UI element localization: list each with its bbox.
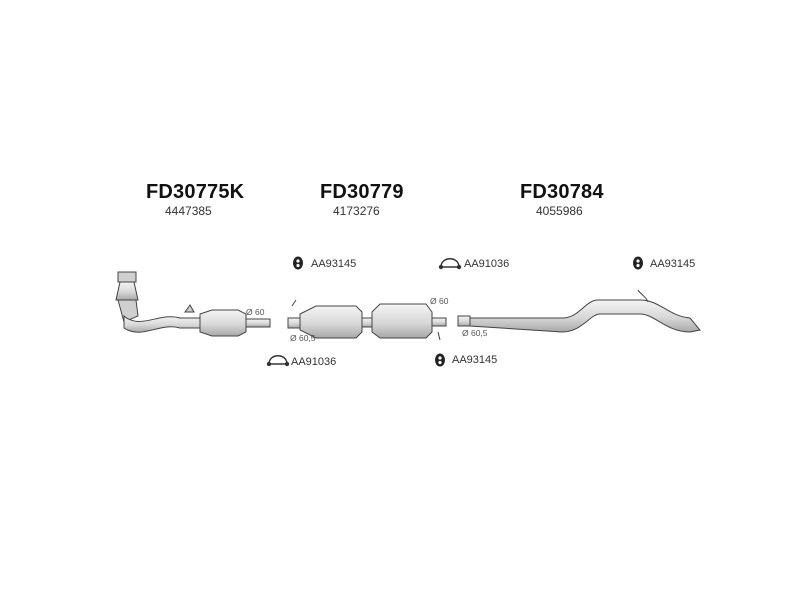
accessory-code-clamp-1: AA91036 bbox=[464, 258, 510, 270]
downpipe-flex bbox=[115, 281, 139, 301]
part-number-middle-silencer: FD30779 bbox=[320, 181, 404, 203]
oem-number-rear-pipe: 4055986 bbox=[536, 204, 583, 218]
downpipe-bend bbox=[117, 299, 139, 323]
rubber-hanger-icon bbox=[435, 353, 445, 367]
u-clamp-icon bbox=[438, 258, 462, 270]
diameter-label-catalyst-outlet: Ø 60 bbox=[246, 307, 265, 317]
rear-tailpipe bbox=[457, 289, 701, 333]
diameter-label-middle-inlet: Ø 60,5 bbox=[290, 333, 316, 343]
u-clamp-icon bbox=[266, 355, 290, 367]
accessory-code-hanger-1: AA93145 bbox=[311, 258, 357, 270]
tailpipe-hanger bbox=[637, 289, 649, 303]
diameter-label-tailpipe-inlet: Ø 60,5 bbox=[462, 328, 488, 338]
oem-number-front-catalyst: 4447385 bbox=[165, 204, 212, 218]
accessory-code-clamp-2: AA91036 bbox=[291, 356, 337, 368]
middle-hanger-2 bbox=[437, 331, 441, 341]
middle-silencer-body-2 bbox=[371, 303, 433, 339]
diameter-label-middle-outlet: Ø 60 bbox=[430, 296, 449, 306]
front-pipe-catalyst bbox=[115, 271, 271, 337]
accessory-code-hanger-3: AA93145 bbox=[452, 354, 498, 366]
oem-number-middle-silencer: 4173276 bbox=[333, 204, 380, 218]
tailpipe-inlet bbox=[457, 315, 471, 327]
catalyst-body bbox=[199, 309, 247, 337]
middle-silencer bbox=[287, 299, 447, 341]
middle-silencer-body-1 bbox=[299, 305, 363, 339]
accessory-code-hanger-2: AA93145 bbox=[650, 258, 696, 270]
middle-outlet-pipe bbox=[431, 317, 447, 327]
front-hanger-stud bbox=[184, 304, 195, 313]
part-number-rear-pipe: FD30784 bbox=[520, 181, 604, 203]
manifold-flange bbox=[117, 271, 137, 283]
middle-hanger-1 bbox=[291, 299, 297, 307]
rubber-hanger-icon bbox=[633, 256, 643, 270]
rubber-hanger-icon bbox=[293, 256, 303, 270]
catalyst-outlet bbox=[245, 318, 271, 328]
front-pipe bbox=[123, 314, 201, 333]
tailpipe-body bbox=[469, 299, 701, 333]
part-number-front-catalyst: FD30775K bbox=[146, 181, 245, 203]
